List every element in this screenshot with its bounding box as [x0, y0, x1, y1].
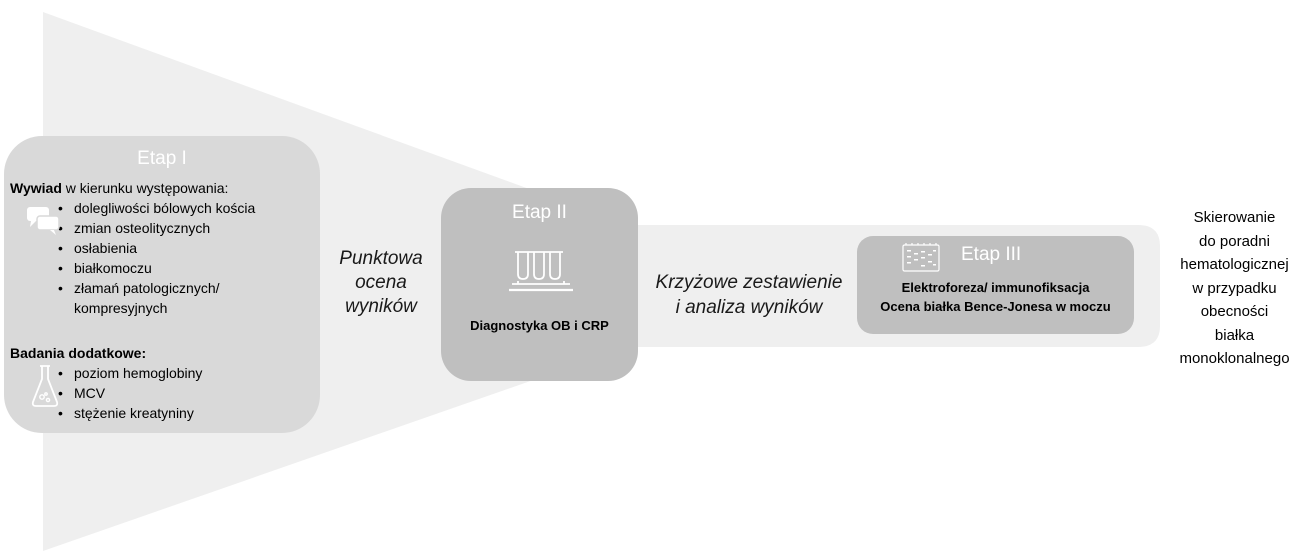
stage-2-title: Etap II — [512, 202, 567, 223]
list-item: kompresyjnych — [74, 300, 168, 316]
stage-3-line: Elektroforeza/ immunofiksacja — [901, 280, 1090, 295]
interview-heading: Wywiad w kierunku występowania: — [10, 178, 320, 198]
stage-1-title: Etap I — [137, 148, 187, 169]
transition-1-line: ocena — [355, 272, 407, 293]
final-line: w przypadku — [1192, 279, 1277, 297]
flask-icon — [31, 365, 59, 407]
interview-bold: Wywiad — [10, 180, 62, 196]
final-line: monoklonalnego — [1179, 350, 1290, 367]
final-line: hematologicznej — [1180, 256, 1289, 273]
tests-list: poziom hemoglobiny MCV stężenie kreatyni… — [52, 363, 320, 423]
list-item: osłabienia — [52, 238, 320, 258]
transition-2-line: i analiza wyników — [675, 297, 823, 318]
list-item: MCV — [52, 383, 320, 403]
final-line: białka — [1214, 326, 1255, 344]
stage-3-title: Etap III — [961, 244, 1022, 265]
tests-heading: Badania dodatkowe: — [10, 345, 147, 361]
transition-2-label: Krzyżowe zestawienie i analiza wyników — [645, 270, 853, 320]
stage-3-box: Etap III Elektroforeza/ immunofiksacja O… — [857, 236, 1134, 334]
list-item: stężenie kreatyniny — [52, 403, 320, 423]
final-line: do poradni — [1199, 232, 1270, 250]
list-item: dolegliwości bólowych kościa — [52, 198, 320, 218]
final-line: obecności — [1200, 303, 1269, 320]
test-tubes-icon — [509, 251, 573, 292]
list-item: poziom hemoglobiny — [52, 363, 320, 383]
final-line: Skierowanie — [1193, 209, 1276, 226]
interview-section: Wywiad w kierunku występowania: dolegliw… — [10, 178, 320, 318]
stage-3-description: Elektroforeza/ immunofiksacja Ocena biał… — [857, 278, 1134, 316]
interview-rest: w kierunku występowania: — [61, 180, 229, 196]
speech-bubbles-icon — [27, 207, 60, 235]
transition-2-line: Krzyżowe zestawienie — [655, 272, 843, 293]
stage-3-line: Ocena białka Bence-Jonesa w moczu — [880, 299, 1111, 314]
list-item: zmian osteolitycznych — [52, 218, 320, 238]
tests-section: Badania dodatkowe: poziom hemoglobiny MC… — [10, 343, 320, 423]
list-item: białkomoczu — [52, 258, 320, 278]
final-outcome-text: Skierowanie do poradni hematologicznej w… — [1162, 206, 1307, 371]
stage-1-box: Etap I Wywiad w kierunku występowania: d… — [4, 136, 320, 433]
transition-1-label: Punktowa ocena wyników — [325, 247, 437, 319]
transition-1-line: wyników — [345, 296, 417, 317]
interview-list: dolegliwości bólowych kościa zmian osteo… — [52, 198, 320, 318]
stage-2-box: Etap II Diagnostyka OB i CRP — [441, 188, 638, 381]
stage-2-description: Diagnostyka OB i CRP — [470, 318, 609, 333]
list-item: złamań patologicznych/ — [52, 278, 320, 298]
electrophoresis-gel-icon — [902, 243, 940, 272]
transition-1-line: Punktowa — [339, 248, 423, 269]
